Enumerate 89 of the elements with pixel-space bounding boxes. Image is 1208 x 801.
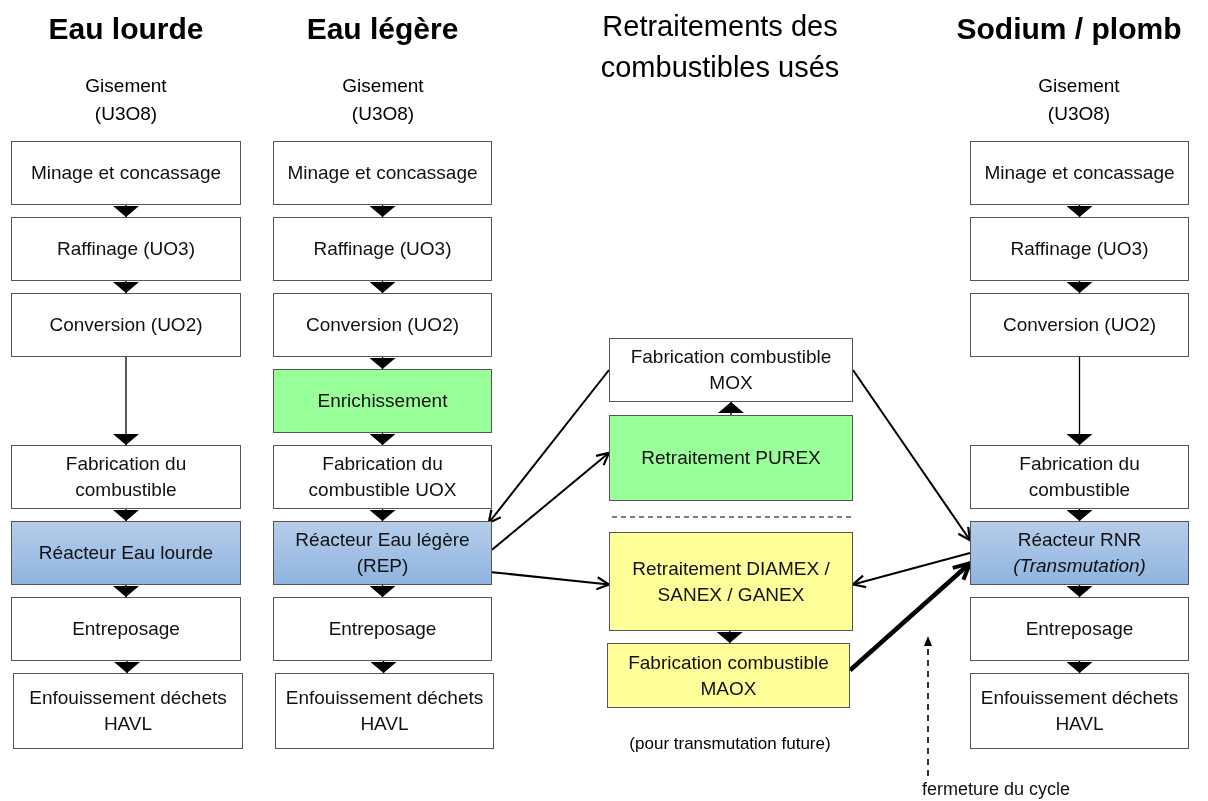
- arrow: [113, 508, 139, 522]
- process-box: [609, 338, 853, 402]
- arrow: [113, 584, 139, 598]
- box-text: Entreposage: [1025, 617, 1134, 641]
- box-text: Fabrication du combustible UOX: [307, 452, 458, 502]
- arrow: [369, 584, 396, 598]
- process-box: [609, 415, 853, 501]
- process-box: [273, 369, 492, 433]
- box-text: Retraitement PUREX: [641, 446, 821, 470]
- arrow: [1066, 508, 1093, 522]
- box-text: Enfouissement déchets HAVL: [28, 686, 228, 736]
- arrow: [369, 204, 396, 218]
- column-title: Eau lourde: [47, 11, 205, 47]
- box-text: Entreposage: [328, 617, 437, 641]
- process-box: [970, 673, 1189, 749]
- arrow: [113, 280, 139, 294]
- source-label: Gisement (U3O8): [341, 74, 425, 126]
- reactor-box: [970, 521, 1189, 585]
- arrow: [113, 204, 139, 218]
- box-text: Entreposage: [72, 617, 180, 641]
- box-text: Réacteur Eau lourde: [38, 541, 214, 565]
- box-text: Conversion (UO2): [1002, 313, 1157, 337]
- process-box: [273, 597, 492, 661]
- process-box: [11, 597, 241, 661]
- process-box: [273, 445, 492, 509]
- column-title: Sodium / plomb: [955, 11, 1183, 47]
- process-box: [13, 673, 243, 749]
- process-box: [970, 445, 1189, 509]
- arrow: [491, 451, 611, 551]
- box-text: Conversion (UO2): [305, 313, 460, 337]
- process-box: [273, 217, 492, 281]
- box-text: Fabrication combustible MOX: [629, 345, 833, 395]
- arrow: [113, 356, 139, 446]
- column-title: Retraitements des combustibles usés: [600, 9, 840, 85]
- arrow: [369, 280, 396, 294]
- process-box: [273, 293, 492, 357]
- arrow: [851, 552, 971, 589]
- arrow: [114, 660, 140, 674]
- box-text: Fabrication combustible MAOX: [627, 650, 830, 701]
- box-text: Fabrication du combustible: [1018, 452, 1141, 502]
- process-box: [11, 141, 241, 205]
- arrow: [848, 561, 972, 672]
- box-text: Raffinage (UO3): [57, 237, 195, 261]
- arrow: [1066, 660, 1093, 674]
- box-text: Fabrication du combustible: [64, 452, 188, 502]
- box-text: Minage et concassage: [984, 161, 1175, 185]
- process-box: [11, 445, 241, 509]
- arrow: [369, 432, 396, 446]
- box-text: Enrichissement: [317, 389, 448, 413]
- process-box: [609, 532, 853, 631]
- box-text: Retraitement DIAMEX / SANEX / GANEX: [631, 556, 831, 607]
- process-box: [11, 217, 241, 281]
- source-label: Gisement (U3O8): [1037, 74, 1121, 126]
- process-box: [970, 141, 1189, 205]
- arrow: [1066, 204, 1093, 218]
- box-text: Minage et concassage: [287, 161, 478, 185]
- process-box: [275, 673, 494, 749]
- arrow: [1066, 280, 1093, 294]
- box-text: Minage et concassage: [30, 161, 222, 185]
- source-label: Gisement (U3O8): [84, 74, 168, 126]
- box-text: Réacteur RNR (Transmutation): [1012, 528, 1147, 578]
- process-box: [273, 141, 492, 205]
- process-box: [970, 293, 1189, 357]
- process-box: [607, 643, 850, 708]
- arrow: [852, 369, 972, 542]
- arrow: [1066, 584, 1093, 598]
- reactor-box: [273, 521, 492, 585]
- process-box: [970, 217, 1189, 281]
- arrow: [487, 369, 610, 524]
- process-box: [970, 597, 1189, 661]
- box-text: Raffinage (UO3): [313, 237, 452, 261]
- arrow: [369, 356, 396, 370]
- box-text: Conversion (UO2): [49, 313, 203, 337]
- pointer-arrow: [924, 635, 932, 777]
- process-box: [11, 293, 241, 357]
- arrow: [716, 630, 743, 644]
- arrow: [369, 508, 396, 522]
- box-text: Raffinage (UO3): [1010, 237, 1149, 261]
- reactor-box: [11, 521, 241, 585]
- box-text: Enfouissement déchets HAVL: [284, 686, 485, 736]
- box-text: Enfouissement déchets HAVL: [979, 686, 1180, 736]
- arrow: [370, 660, 397, 674]
- arrow: [491, 571, 611, 591]
- note-text: (pour transmutation future): [628, 733, 832, 755]
- arrow: [718, 401, 744, 416]
- arrow: [1066, 356, 1093, 446]
- column-title: Eau légère: [305, 11, 460, 47]
- caption-text: fermeture du cycle: [921, 778, 1071, 801]
- box-text: Réacteur Eau légère (REP): [294, 528, 471, 578]
